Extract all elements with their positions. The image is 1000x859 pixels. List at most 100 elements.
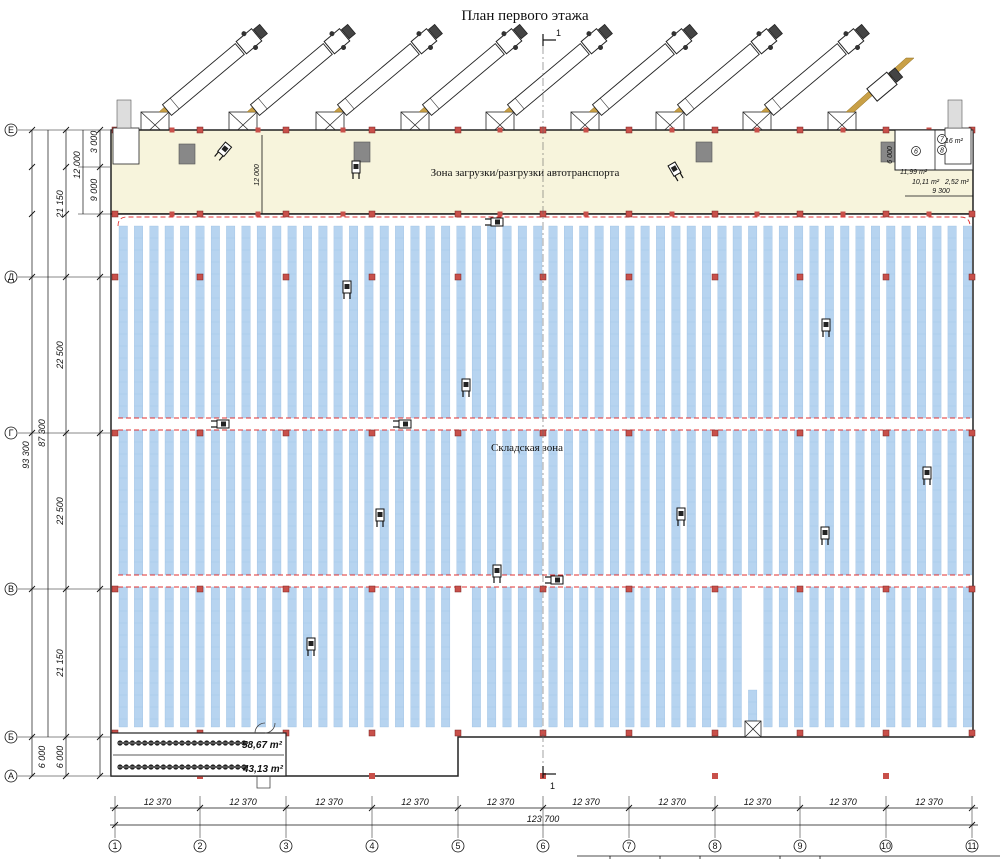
rack [732,586,742,728]
office-area-bottom: 43,13 m² [242,764,284,775]
dim-21150-b: 21 150 [55,649,65,678]
forklift-icon [211,419,230,429]
column-marker [711,429,719,437]
rack [533,586,543,728]
column-marker [340,211,346,217]
column-marker [454,273,462,281]
column-marker [796,273,804,281]
dim-tick [539,804,547,812]
forklift-icon [667,161,684,182]
truck-trailer [591,42,675,116]
column-marker [625,210,633,218]
rack [917,586,926,728]
rack [410,429,420,576]
dim-tick [96,210,104,218]
rack [656,429,665,576]
truck-wheel [855,44,861,50]
rack [164,429,174,576]
rack [456,429,466,576]
forklift-seat [678,511,684,516]
truck-wheel [416,31,422,37]
rack [579,586,589,728]
dim-tick [196,804,204,812]
rack [272,586,282,728]
room-area-1199: 11,99 m² [900,169,928,176]
truck-wheel [671,31,677,37]
room-area-1011: 10,11 m² [912,179,940,186]
rack [287,586,297,728]
column-marker [840,127,846,133]
rack [349,429,358,576]
truck-wheel [586,31,592,37]
column-marker [625,126,633,134]
column-marker [625,585,633,593]
rack [625,429,635,576]
forklift-icon [922,466,932,485]
column-axis-label: 5 [455,841,460,851]
column-marker [169,127,175,133]
forklift-seat [221,421,226,427]
rack [487,429,497,576]
truck-trailer-line [514,98,525,110]
lift-icon [744,720,762,738]
stair-right-icon [944,127,972,165]
rack [886,429,896,576]
forklift-fork [674,175,679,182]
column-marker [968,585,976,593]
column-axis-bubble [622,839,636,853]
rack [702,586,711,728]
rack [871,586,880,728]
rack [272,429,282,576]
column-marker [368,210,376,218]
section-mark-top: 1 [542,28,561,46]
truck-icon [421,23,528,116]
rack [164,586,174,728]
column-marker [711,126,719,134]
rack [963,429,972,576]
column-marker [711,729,719,737]
row-axis-bubble [4,123,18,137]
column-marker [669,127,675,133]
truck-trailer [676,42,760,116]
svg-text:1: 1 [556,28,561,38]
column-marker [454,729,462,737]
column-axis-label: 11 [967,841,976,851]
bay-dimension: 12 370 [229,797,257,807]
row-axis-label: Д [8,272,14,282]
column-marker [926,211,932,217]
column-axis-bubble [965,839,979,853]
column-marker [711,585,719,593]
rack [134,586,143,728]
truck-wheel [598,44,604,50]
loading-equipment [178,143,196,165]
rack [640,586,650,728]
truck-icon [676,23,783,116]
truck-front [597,23,613,40]
dim-tick [62,210,70,218]
truck-trailer-line [599,98,610,110]
column-marker [583,127,589,133]
rack [256,429,266,576]
forklift-icon [214,141,233,161]
rack [349,586,358,728]
column-axis-label: 1 [112,841,117,851]
truck-icon [161,23,268,116]
rack [932,429,942,576]
truck-docks [140,23,915,139]
column-axis-bubble [879,839,893,853]
rack [671,586,681,728]
dim-tick [454,804,462,812]
stair-left-top [116,99,132,129]
column-axis-bubble [365,839,379,853]
rack [333,586,343,728]
bay-dimension: 12 370 [315,797,343,807]
dock-dim-label: 12 000 [254,164,261,186]
column-marker [968,729,976,737]
rack [379,429,389,576]
forklift-seat [221,145,229,153]
room-marker-6 [911,146,921,156]
column-marker [712,773,718,779]
column-marker [882,273,890,281]
column-marker [882,729,890,737]
forklift-icon [393,419,412,429]
